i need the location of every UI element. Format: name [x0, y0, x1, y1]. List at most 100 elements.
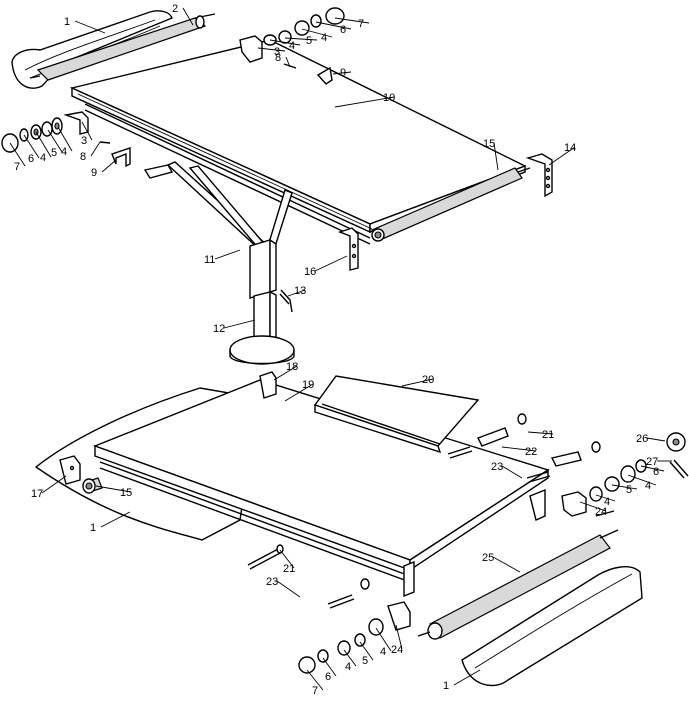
callout-leader-c5a	[284, 37, 318, 41]
pin-13	[279, 289, 293, 313]
callout-label-c7b: 7	[14, 161, 20, 173]
callout-leader-c1a	[74, 20, 106, 34]
callout-leader-c24a	[579, 501, 607, 512]
callout-label-c8b: 8	[80, 151, 86, 163]
callout-label-c21b: 21	[283, 563, 295, 575]
right-bearing-group	[561, 432, 689, 517]
callout-label-c23a: 23	[491, 461, 503, 473]
callout-label-c7c: 7	[312, 685, 318, 697]
callout-leader-c5d	[359, 641, 374, 661]
callout-leader-c26	[646, 437, 666, 442]
callout-label-c6c: 6	[653, 466, 659, 478]
callout-leader-c9a	[332, 71, 352, 75]
callout-leader-c13	[287, 289, 306, 297]
callout-label-c20: 20	[422, 374, 434, 386]
callout-leader-c4a	[301, 28, 333, 38]
callout-label-c23b: 23	[266, 576, 278, 588]
callout-leader-c7a	[334, 17, 370, 24]
callout-label-c6a: 6	[340, 24, 346, 36]
callout-label-c15b: 15	[120, 487, 132, 499]
callout-label-c2a: 2	[172, 3, 178, 15]
callout-leader-c7c	[306, 669, 324, 691]
callout-leader-c4c	[35, 131, 52, 158]
callout-leader-c22	[501, 446, 537, 452]
callout-leader-c14	[548, 146, 576, 166]
callout-leader-c5b	[47, 129, 63, 153]
callout-label-c17: 17	[31, 488, 43, 500]
callout-label-c9a: 9	[340, 67, 346, 79]
callout-leader-c24b	[395, 624, 403, 650]
callout-label-c7a: 7	[358, 18, 364, 30]
callout-leader-c12	[223, 319, 256, 329]
callout-leader-c8b	[90, 141, 101, 157]
bracket-14	[525, 153, 553, 198]
callout-leader-c4b	[269, 39, 301, 46]
callout-label-c11: 11	[204, 254, 215, 266]
callout-label-c3a: 3	[274, 46, 280, 58]
belt-lower-right	[461, 566, 643, 687]
callout-leader-c10	[334, 96, 395, 108]
callout-leader-c17	[41, 475, 67, 494]
pins-lower	[247, 544, 370, 609]
callout-leader-c23a	[501, 465, 523, 479]
shield-20	[313, 375, 480, 454]
callout-leader-c23b	[276, 580, 301, 598]
callout-leader-c4g	[375, 627, 392, 652]
callout-label-c24b: 24	[391, 644, 403, 656]
callout-leader-c4d	[57, 126, 73, 152]
callout-label-c15a: 15	[483, 138, 495, 150]
top-table-panel	[69, 39, 527, 245]
callout-label-c22: 22	[525, 446, 537, 458]
callout-label-c1a: 1	[64, 16, 70, 28]
callout-label-c25: 25	[482, 552, 494, 564]
lower-table-assembly	[34, 371, 689, 687]
bottom-bearing-group	[298, 601, 411, 674]
callout-leader-c20	[401, 378, 434, 387]
callout-leader-c6c	[640, 465, 665, 472]
callout-label-c14: 14	[564, 142, 576, 154]
callout-leader-c6b	[23, 134, 40, 159]
callout-leader-c9b	[101, 159, 117, 173]
pins-right	[447, 413, 601, 483]
bracket-16	[337, 227, 359, 271]
callout-label-c13: 13	[294, 285, 306, 297]
callout-label-c5d: 5	[362, 655, 368, 667]
callout-label-c4b: 4	[289, 40, 295, 52]
callout-label-c4d: 4	[61, 146, 67, 158]
callout-label-c4c: 4	[40, 152, 46, 164]
callout-label-c10: 10	[383, 92, 395, 104]
callout-label-c5b: 5	[51, 147, 57, 159]
stand-base	[229, 290, 295, 365]
callout-leader-c3b	[81, 121, 93, 141]
roller-25	[417, 529, 619, 640]
callout-label-c24a: 24	[595, 506, 607, 518]
callout-leader-c18	[273, 365, 298, 381]
callout-label-c4f: 4	[604, 496, 610, 508]
callout-label-c18: 18	[286, 361, 298, 373]
callout-label-c5c: 5	[626, 484, 632, 496]
callout-leader-c4h	[343, 649, 357, 667]
callout-label-c5a: 5	[306, 35, 312, 47]
callout-label-c4e: 4	[645, 480, 651, 492]
callout-label-c1c: 1	[443, 680, 449, 692]
callout-leader-c19	[284, 383, 314, 402]
callout-label-c16: 16	[304, 266, 316, 278]
callout-label-c21a: 21	[542, 429, 554, 441]
callout-label-c6d: 6	[325, 671, 331, 683]
callout-leader-c25	[492, 556, 521, 573]
lower-table-panel	[93, 379, 550, 598]
callout-leader-c16	[314, 255, 348, 272]
callout-label-c4a: 4	[321, 32, 327, 44]
callout-label-c8a: 8	[275, 52, 281, 64]
callout-leader-c8a	[285, 56, 291, 68]
callout-leader-c15b	[95, 485, 132, 493]
roller-15-upper	[371, 167, 531, 242]
roller-15-lower	[82, 477, 103, 494]
callout-leader-c6d	[322, 657, 337, 677]
callout-leader-c1c	[453, 669, 481, 686]
callout-leader-c11	[214, 249, 241, 260]
callout-label-c4h: 4	[345, 661, 351, 673]
callout-label-c12: 12	[213, 323, 225, 335]
